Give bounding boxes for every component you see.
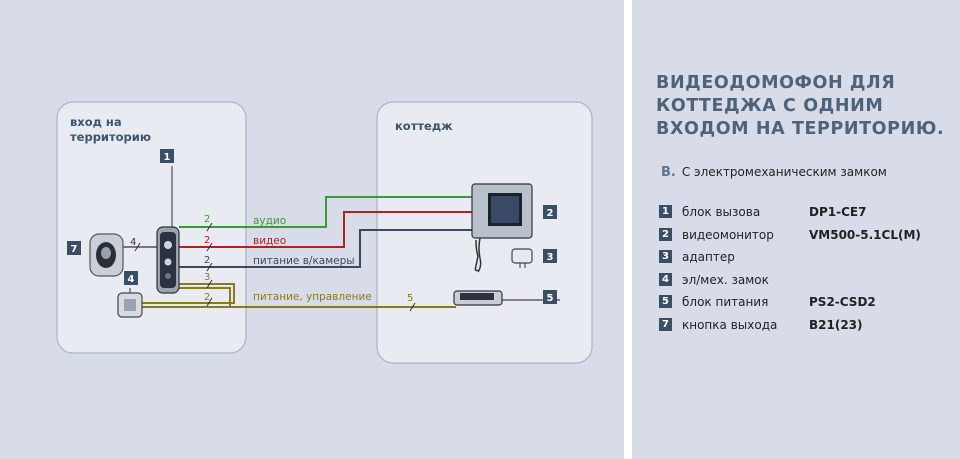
- wire-button-count: 4: [130, 237, 136, 248]
- legend-code: B21(23): [809, 317, 863, 332]
- legend-text: блок питания: [682, 295, 769, 309]
- wire-control-count: 2: [204, 292, 210, 303]
- legend-number: 5: [659, 295, 672, 308]
- legend-item: 1 блок вызова DP1-CE7: [659, 205, 949, 228]
- wire-audio-label: аудио: [253, 215, 286, 227]
- wire-audio-count: 2: [204, 214, 210, 225]
- wire-video-label: видео: [253, 235, 286, 247]
- label-box-4: 4: [124, 271, 138, 285]
- panel-divider: [624, 0, 632, 459]
- legend-code: DP1-CE7: [809, 205, 867, 219]
- wire-video-count: 2: [204, 235, 210, 246]
- label-box-7: 7: [67, 241, 81, 255]
- wire-camera-count: 2: [204, 255, 210, 266]
- title-line-2: КОТТЕДЖА С ОДНИМ: [656, 96, 884, 116]
- wire-camera-power: [179, 229, 472, 268]
- legend-panel: [632, 0, 960, 459]
- wire-camera-label: питание в/камеры: [253, 255, 355, 267]
- label-box-1: 1: [160, 149, 174, 163]
- legend-number: 1: [659, 205, 672, 218]
- label-box-2: 2: [543, 205, 557, 219]
- page-title: ВИДЕОДОМОФОН ДЛЯ КОТТЕДЖА С ОДНИМ ВХОДОМ…: [656, 72, 946, 141]
- wire-power-count: 5: [407, 293, 413, 304]
- legend-item: 2 видеомонитор VM500-5.1CL(M): [659, 227, 949, 251]
- legend-number: 4: [659, 272, 672, 286]
- legend-code: VM500-5.1CL(M): [809, 227, 921, 242]
- adapter-device: [511, 248, 533, 268]
- power-supply-device: [453, 290, 503, 306]
- legend-text: адаптер: [682, 250, 735, 264]
- legend-code: PS2-CSD2: [809, 295, 876, 309]
- legend-text: блок вызова: [682, 205, 761, 219]
- legend-text: видеомонитор: [682, 227, 774, 242]
- zone-entrance-label-1: вход на: [70, 115, 122, 129]
- wire-lock-count: 3: [204, 272, 210, 283]
- legend-text: эл/мех. замок: [682, 272, 769, 287]
- label-2: 2: [547, 208, 554, 219]
- legend-number: 3: [659, 250, 672, 263]
- label-1: 1: [164, 152, 171, 163]
- wire-video: [179, 211, 472, 248]
- call-panel-device: [156, 166, 180, 294]
- label-4: 4: [128, 274, 135, 285]
- legend-item: 5 блок питания PS2-CSD2: [659, 295, 949, 318]
- lock-device: [117, 288, 143, 318]
- zone-entrance-label-2: территорию: [70, 130, 151, 144]
- legend-item: 7 кнопка выхода B21(23): [659, 317, 949, 341]
- label-3: 3: [547, 252, 554, 263]
- title-line-3: ВХОДОМ НА ТЕРРИТОРИЮ.: [656, 119, 945, 139]
- legend-text: кнопка выхода: [682, 317, 778, 332]
- subtitle-text: С электромеханическим замком: [681, 165, 887, 179]
- wire-control-label: питание, управление: [253, 291, 372, 303]
- wire-audio: [179, 196, 472, 228]
- legend: 1 блок вызова DP1-CE7 2 видеомонитор VM5…: [659, 205, 949, 340]
- monitor-device: [471, 183, 533, 273]
- legend-number: 7: [659, 317, 672, 331]
- title-line-1: ВИДЕОДОМОФОН ДЛЯ: [656, 73, 896, 93]
- subtitle-letter: B.: [661, 165, 676, 180]
- label-5: 5: [547, 293, 554, 304]
- wire-ticks: [134, 222, 416, 312]
- legend-item: 4 эл/мех. замок: [659, 272, 949, 296]
- label-box-5: 5: [543, 290, 557, 304]
- subtitle: B. С электромеханическим замком: [661, 165, 887, 180]
- label-box-3: 3: [543, 249, 557, 263]
- legend-item: 3 адаптер: [659, 250, 949, 273]
- label-7: 7: [71, 244, 78, 255]
- legend-number: 2: [659, 227, 672, 241]
- exit-button-device: [89, 233, 124, 277]
- wire-lock: [140, 283, 235, 304]
- zone-cottage-label: коттедж: [395, 119, 453, 133]
